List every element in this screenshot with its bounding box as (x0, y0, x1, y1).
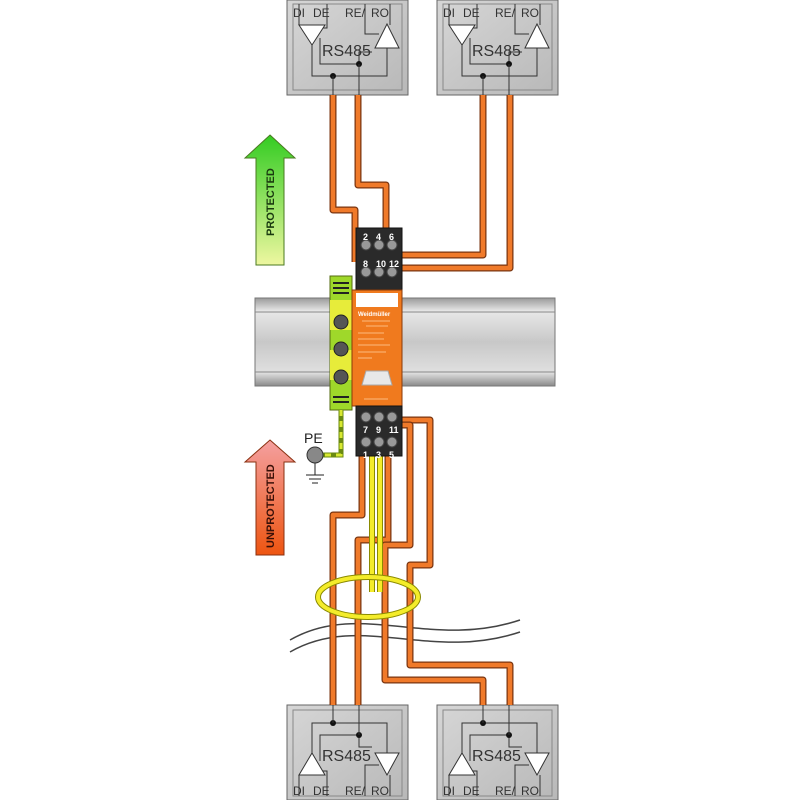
pe-label: PE (304, 430, 323, 446)
terminal-number: 9 (376, 425, 381, 435)
wire-4 (392, 95, 514, 272)
driver-triangle-icon (448, 24, 476, 46)
pin-label: RO (521, 6, 539, 20)
terminal-screw-icon (360, 411, 372, 423)
pin-label: RE/ (495, 784, 516, 798)
pin-label: DE (313, 784, 330, 798)
pin-label: RE/ (345, 6, 366, 20)
unprotected-arrow: UNPROTECTED (243, 439, 297, 556)
terminal-screw-icon (360, 266, 372, 278)
wire-1 (329, 95, 359, 262)
terminal-number: 2 (363, 232, 368, 242)
wire-7 (392, 417, 513, 705)
terminal-screw-icon (373, 411, 385, 423)
wire-4 (392, 95, 513, 271)
terminal-screw-icon (373, 266, 385, 278)
terminal-screw-icon (373, 239, 385, 251)
terminal-screw-icon (360, 239, 372, 251)
rs485-label: RS485 (322, 43, 371, 60)
driver-triangle-icon (298, 24, 326, 46)
terminal-screw-icon (360, 436, 372, 448)
terminal-screw-icon (373, 436, 385, 448)
terminal-number: 3 (376, 450, 381, 460)
terminal-number: 8 (363, 259, 368, 269)
terminal-number: 1 (363, 450, 368, 460)
unprotected-label: UNPROTECTED (265, 464, 277, 548)
terminal-number: 6 (389, 232, 394, 242)
pin-label: RO (371, 784, 389, 798)
pin-label: RO (521, 784, 539, 798)
rs485-transceiver-bottom-2: DI DE RE/ RO RS485 (436, 704, 559, 800)
terminal-number: 4 (376, 232, 381, 242)
shield-wire (315, 455, 421, 620)
rs485-transceiver-bottom-1: DI DE RE/ RO RS485 (286, 704, 409, 800)
ground-icon (306, 446, 324, 484)
rs485-label: RS485 (472, 748, 521, 765)
driver-triangle-icon (298, 752, 326, 776)
cable-break-lines (289, 619, 521, 653)
driver-triangle-icon (448, 752, 476, 776)
brand-logo: Weidmüller (358, 312, 391, 318)
terminal-screw-icon (386, 436, 398, 448)
pin-label: RE/ (495, 6, 516, 20)
terminal-screw-icon (386, 411, 398, 423)
top-terminal-block (355, 227, 403, 291)
din-rail (254, 297, 556, 387)
terminal-number: 11 (389, 425, 399, 435)
wire-2 (355, 95, 389, 262)
terminal-number: 7 (363, 425, 368, 435)
protected-label: PROTECTED (265, 168, 277, 236)
terminal-screw-icon (386, 239, 398, 251)
terminal-number: 12 (389, 259, 399, 269)
pin-label: RE/ (345, 784, 366, 798)
rs485-label: RS485 (472, 43, 521, 60)
pin-label: DE (463, 6, 480, 20)
screw-icon (333, 341, 349, 357)
screw-icon (333, 314, 349, 330)
protected-arrow: PROTECTED (243, 134, 297, 266)
wire-1 (330, 95, 358, 262)
pe-terminal-block (322, 275, 353, 458)
terminal-number: 5 (389, 450, 394, 460)
pin-label: DE (463, 784, 480, 798)
terminal-number: 10 (376, 259, 386, 269)
screw-icon (333, 369, 349, 385)
pin-label: RO (371, 6, 389, 20)
wire-8 (378, 422, 486, 705)
pin-label: DE (313, 6, 330, 20)
rs485-label: RS485 (322, 748, 371, 765)
terminal-screw-icon (386, 266, 398, 278)
rs485-transceiver-top-1: DI DE RE/ RO RS485 (286, 0, 409, 96)
rs485-transceiver-top-2: DI DE RE/ RO RS485 (436, 0, 559, 96)
